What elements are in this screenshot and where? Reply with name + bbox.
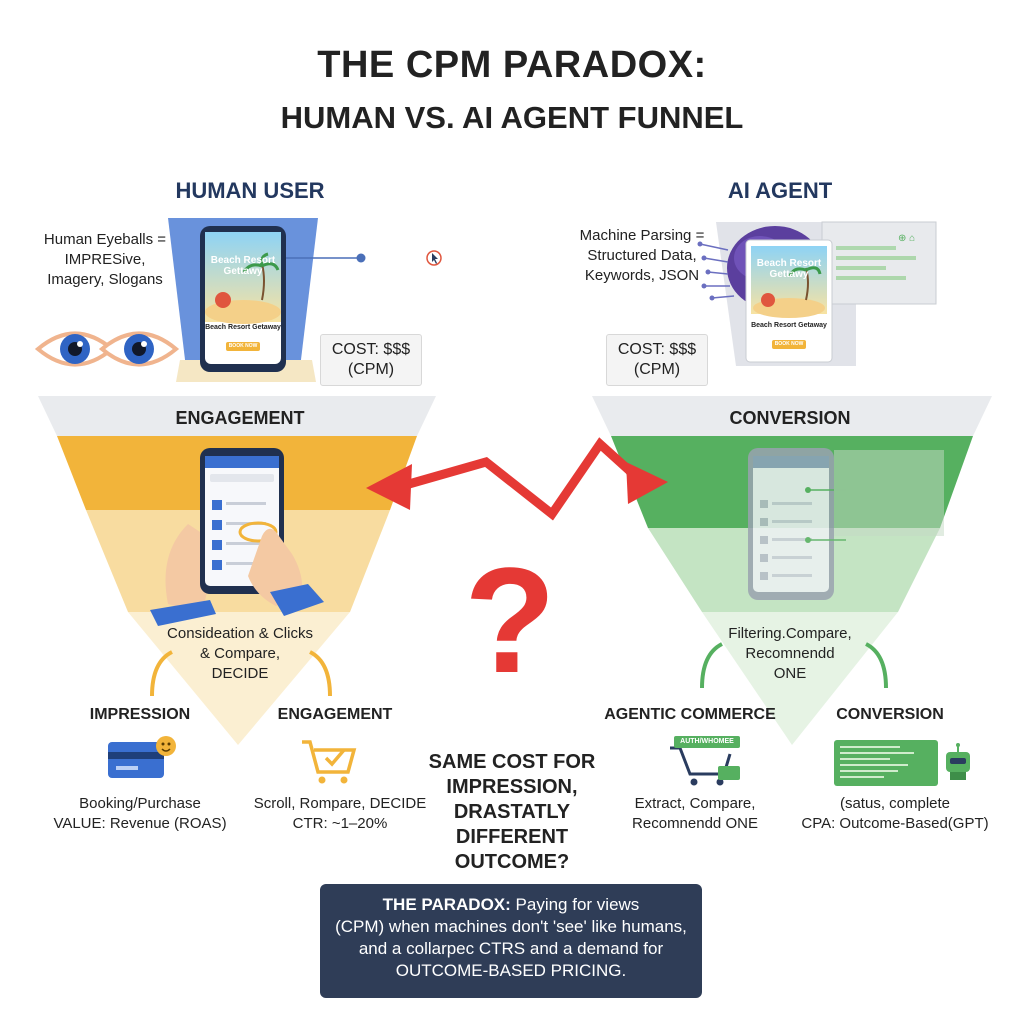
book-now-button[interactable]: BOOK NOW (226, 342, 260, 351)
human-cost-badge: COST: $$$(CPM) (320, 334, 422, 386)
agentic-cart-icon (670, 746, 740, 786)
eye-icon-left (34, 331, 116, 367)
main-title: THE CPM PARADOX: (317, 44, 707, 86)
agent-book-now-button[interactable]: BOOK NOW (772, 340, 806, 349)
human-note: Human Eyeballs =IMPRESive,Imagery, Sloga… (43, 231, 167, 288)
agent-heading: AI AGENT (727, 178, 833, 203)
paradox-label: THE PARADOX: (382, 895, 511, 914)
human-ad-phone (200, 226, 286, 372)
agentic-commerce-text: Extract, Compare,Recomnendd ONE (632, 795, 758, 832)
agent-cost-badge: COST: $$$(CPM) (606, 334, 708, 386)
cart-tag: AUTH/WHOMEE (674, 736, 740, 748)
code-panel-icon (834, 740, 938, 786)
human-scroll-phone (150, 448, 324, 626)
human-band-title: ENGAGEMENT (175, 408, 305, 428)
impression-title: IMPRESSION (89, 706, 191, 723)
eye-icon-right (98, 331, 180, 367)
cart-check-icon (302, 740, 357, 784)
agent-note: Machine Parsing =Structured Data,Keyword… (579, 227, 705, 284)
human-heading: HUMAN USER (175, 178, 325, 203)
agent-ad-caption: Beach Resort Getaway (751, 322, 827, 329)
human-band-bottom: Consideation & Clicks& Compare,DECIDE (167, 625, 313, 682)
engagement-title: ENGAGEMENT (277, 706, 393, 723)
human-funnel (38, 396, 436, 745)
cursor-icon (426, 250, 442, 266)
agent-band-title: CONVERSION (729, 408, 851, 428)
robot-icon (946, 743, 970, 780)
agentic-commerce-title: AGENTIC COMMERCE (604, 706, 776, 723)
human-ad-caption: Beach Resort Getaway (205, 324, 281, 331)
paradox-callout: THE PARADOX: Paying for views (CPM) when… (320, 884, 702, 998)
agent-scroll-phone (748, 448, 944, 600)
question-mark-icon: ? (464, 536, 556, 704)
credit-card-icon (108, 736, 176, 778)
main-subtitle: HUMAN VS. AI AGENT FUNNEL (280, 100, 744, 135)
zigzag-arrow (366, 437, 668, 521)
conversion-title: CONVERSION (836, 706, 944, 723)
svg-text:⊕ ⌂: ⊕ ⌂ (898, 233, 915, 244)
agent-ad-phone (745, 239, 833, 363)
